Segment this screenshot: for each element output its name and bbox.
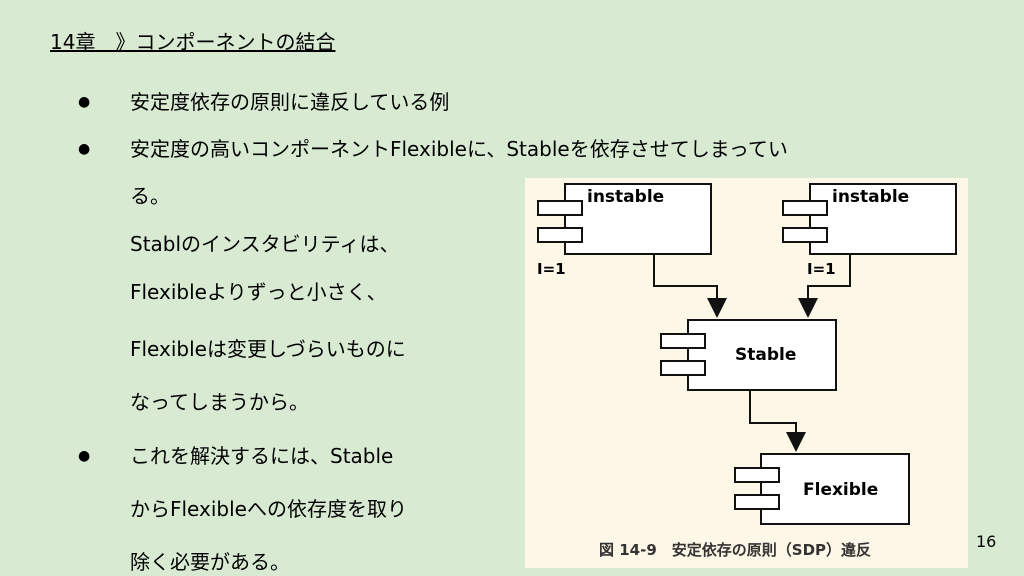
bullet-dot-2: ● bbox=[78, 141, 91, 157]
component-flexible-port-2 bbox=[734, 494, 780, 510]
metric-right: I=1 bbox=[807, 260, 836, 278]
diagram-svg: instable I=1 instable I=1 Stable Flexibl… bbox=[537, 183, 957, 559]
bullet-3-line-3: 除く必要がある。 bbox=[130, 550, 290, 574]
bullet-3-line-1: これを解決するには、Stable bbox=[130, 444, 394, 468]
component-instable-left-label: instable bbox=[587, 187, 664, 207]
component-diagram: instable I=1 instable I=1 Stable Flexibl… bbox=[525, 178, 968, 568]
arrow-left-to-stable bbox=[653, 254, 727, 318]
component-instable-right-box bbox=[809, 183, 957, 255]
bullet-1-line-1: 安定度依存の原則に違反している例 bbox=[130, 90, 450, 114]
page-number: 16 bbox=[976, 532, 997, 551]
bullet-3-line-2: からFlexibleへの依存度を取り bbox=[130, 497, 407, 521]
component-instable-left-port-1 bbox=[537, 200, 583, 216]
bullet-dot-3: ● bbox=[78, 448, 91, 464]
component-flexible-label: Flexible bbox=[803, 480, 878, 500]
diagram-caption: 図 14-9 安定依存の原則（SDP）違反 bbox=[599, 541, 871, 559]
component-stable-box bbox=[687, 319, 837, 391]
component-stable-port-2 bbox=[660, 360, 706, 376]
bullet-2-line-1: 安定度の高いコンポーネントFlexibleに、Stableを依存させてしまってい bbox=[130, 137, 788, 161]
bullet-2-line-5: Flexibleは変更しづらいものに bbox=[130, 337, 406, 361]
component-flexible-box bbox=[760, 453, 910, 525]
component-flexible: Flexible bbox=[734, 453, 910, 525]
component-instable-left-port-2 bbox=[537, 227, 583, 243]
component-instable-right: instable bbox=[782, 183, 957, 255]
component-instable-right-port-1 bbox=[782, 200, 828, 216]
bullet-2-line-4: Flexibleよりずっと小さく、 bbox=[130, 280, 387, 304]
component-instable-left: instable bbox=[537, 183, 712, 255]
component-stable-label: Stable bbox=[735, 345, 796, 365]
arrow-stable-to-flexible bbox=[749, 390, 806, 452]
slide-title: 14章 》コンポーネントの結合 bbox=[50, 30, 336, 54]
component-instable-right-label: instable bbox=[832, 187, 909, 207]
metric-left: I=1 bbox=[537, 260, 566, 278]
arrow-right-to-stable bbox=[798, 254, 851, 318]
bullet-2-line-6: なってしまうから。 bbox=[130, 390, 309, 414]
component-flexible-port-1 bbox=[734, 467, 780, 483]
component-instable-right-port-2 bbox=[782, 227, 828, 243]
bullet-dot-1: ● bbox=[78, 94, 91, 110]
component-stable-port-1 bbox=[660, 333, 706, 349]
component-stable: Stable bbox=[660, 319, 837, 391]
bullet-2-line-2: る。 bbox=[130, 184, 170, 208]
component-instable-left-box bbox=[564, 183, 712, 255]
bullet-2-line-3: Stablのインスタビリティは、 bbox=[130, 232, 400, 256]
